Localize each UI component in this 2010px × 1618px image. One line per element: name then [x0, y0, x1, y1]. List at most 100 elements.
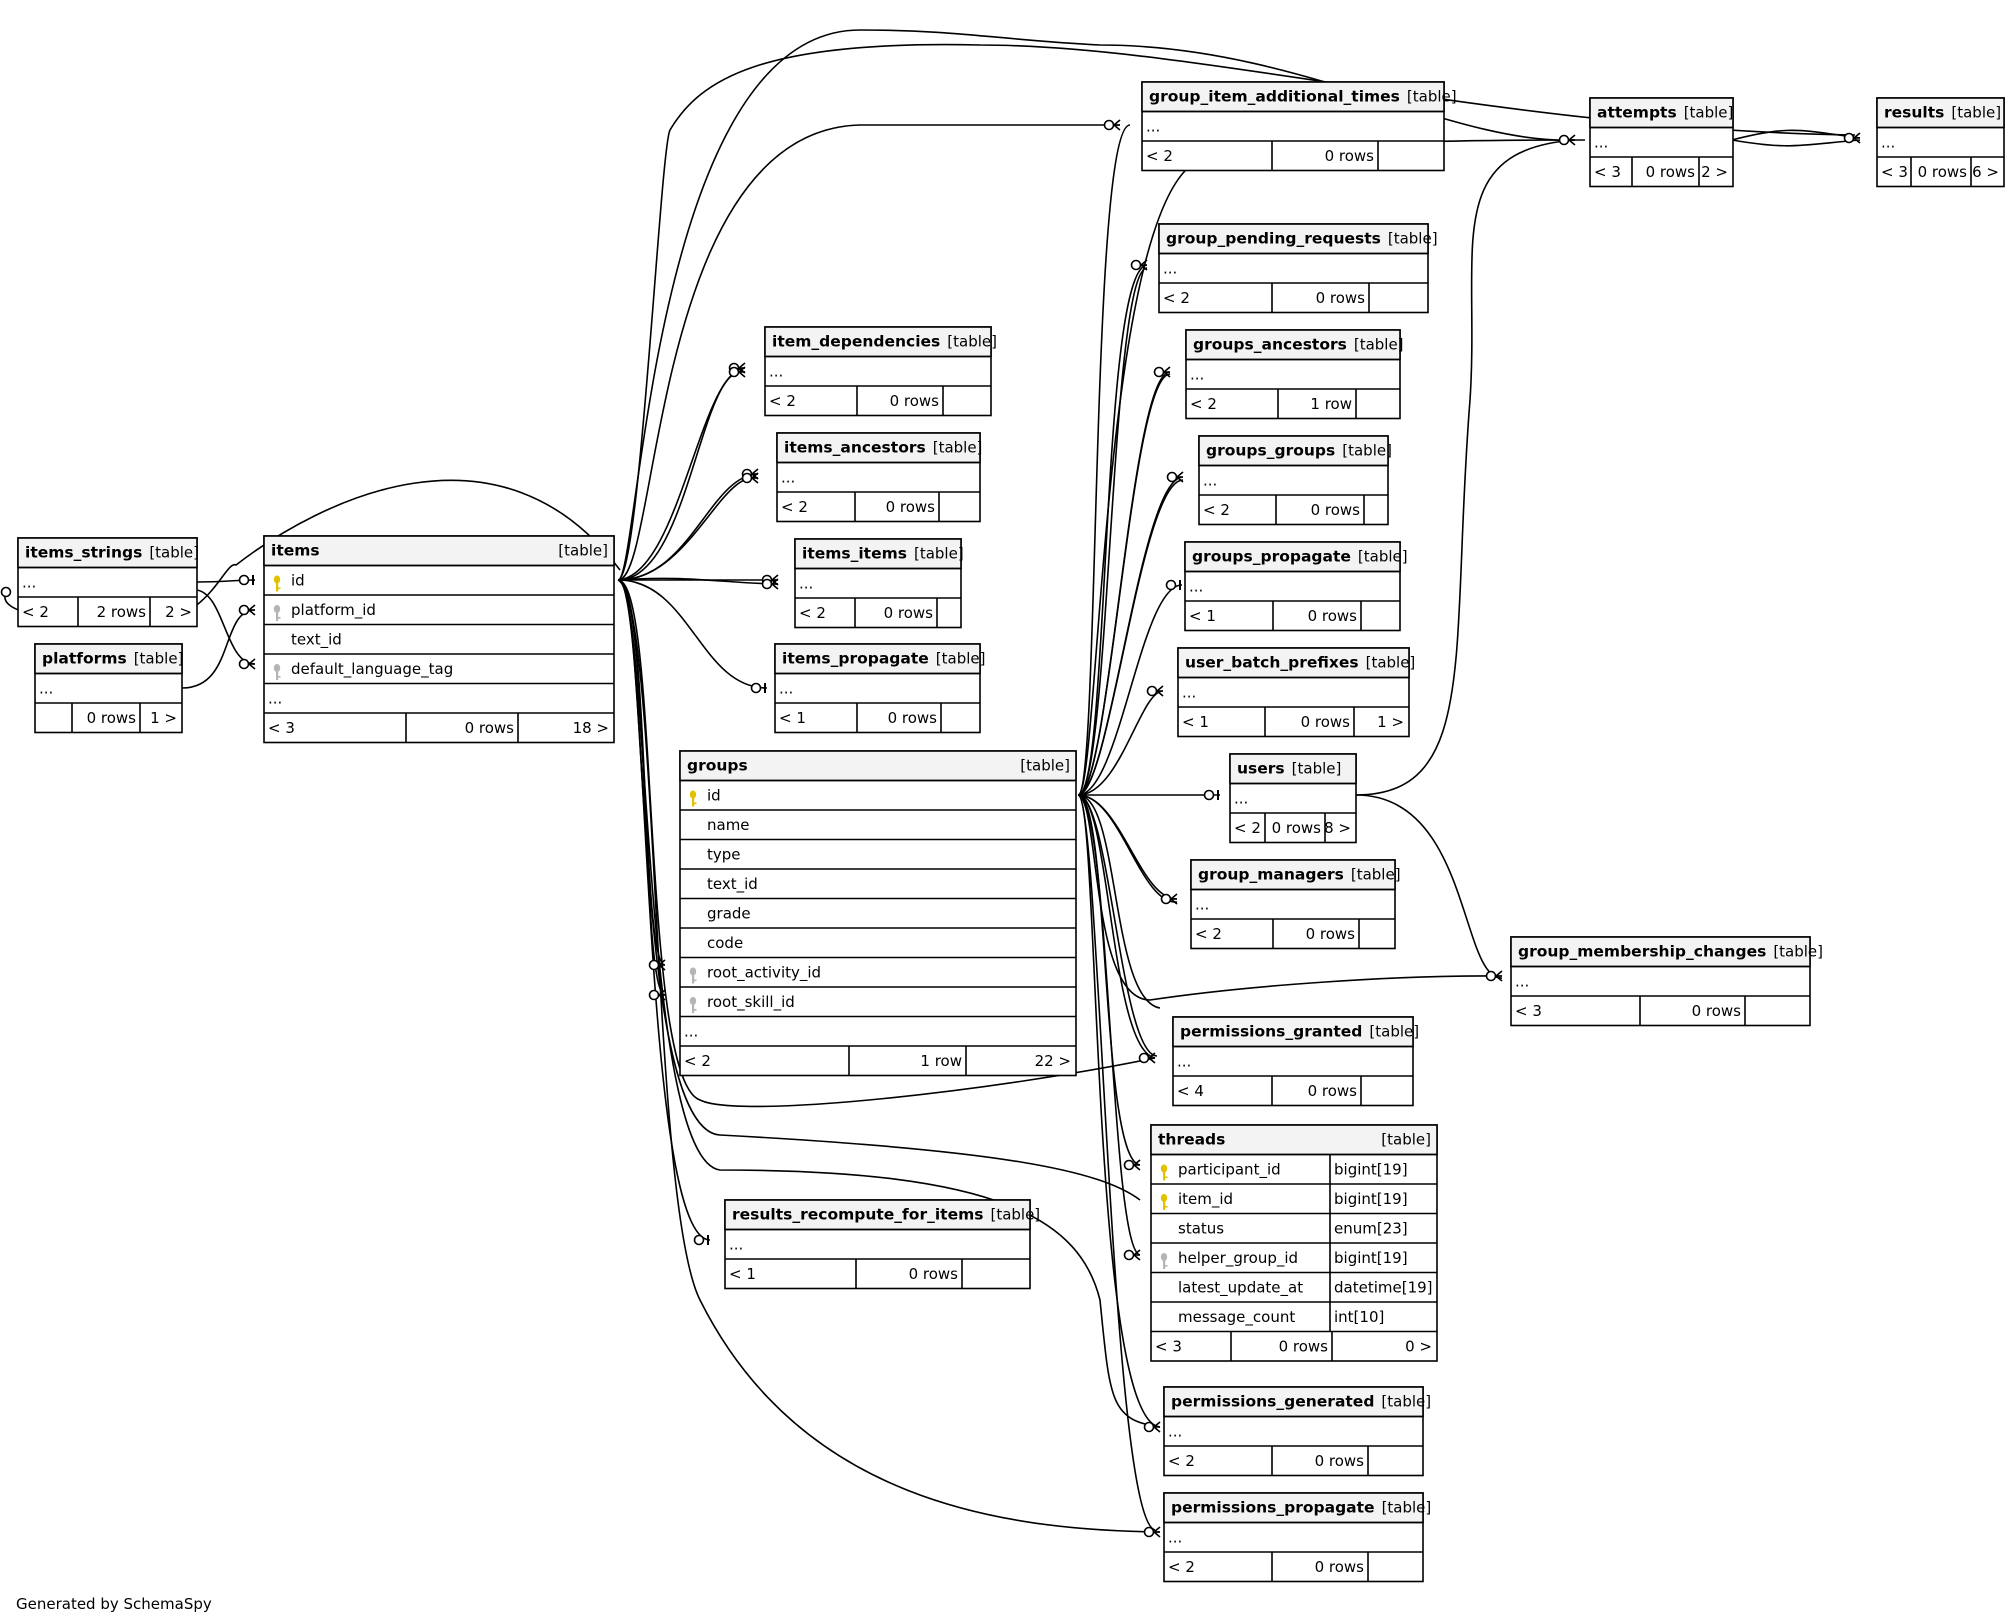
children-nav[interactable]: 22 >	[1035, 1052, 1071, 1070]
children-nav[interactable]: 2 >	[165, 603, 192, 621]
children-nav[interactable]: 6 >	[1972, 163, 1999, 181]
parents-nav[interactable]: < 2	[1195, 925, 1222, 943]
table-items[interactable]: items[table]idplatform_idtext_iddefault_…	[263, 535, 615, 744]
more-columns-ellipsis[interactable]: ...	[1146, 118, 1160, 136]
more-columns-ellipsis[interactable]: ...	[1881, 134, 1895, 152]
parents-nav[interactable]: < 1	[1189, 607, 1216, 625]
more-columns-ellipsis[interactable]: ...	[1168, 1423, 1182, 1441]
more-columns-ellipsis[interactable]: ...	[799, 575, 813, 593]
parents-nav[interactable]: < 1	[779, 709, 806, 727]
column-row[interactable]: name	[707, 816, 750, 834]
more-columns-ellipsis[interactable]: ...	[1234, 790, 1248, 808]
more-columns-ellipsis[interactable]: ...	[1203, 472, 1217, 490]
parents-nav[interactable]: < 2	[799, 604, 826, 622]
parents-nav[interactable]: < 1	[1182, 713, 1209, 731]
column-row[interactable]: id	[273, 572, 305, 592]
parents-nav[interactable]: < 3	[1881, 163, 1908, 181]
parents-nav[interactable]: < 3	[268, 719, 295, 737]
column-name: message_count	[1178, 1308, 1295, 1327]
parents-nav[interactable]: < 3	[1594, 163, 1621, 181]
parents-nav[interactable]: < 1	[729, 1265, 756, 1283]
more-columns-ellipsis[interactable]: ...	[729, 1236, 743, 1254]
parents-nav[interactable]: < 2	[1190, 395, 1217, 413]
parents-nav[interactable]: < 3	[1515, 1002, 1542, 1020]
table-header	[1876, 97, 2005, 129]
parents-nav[interactable]: < 2	[684, 1052, 711, 1070]
table-groups[interactable]: groups[table]idnametypetext_idgradecoder…	[679, 750, 1077, 1077]
children-nav[interactable]: 2 >	[1701, 163, 1728, 181]
parents-nav[interactable]: < 2	[769, 392, 796, 410]
column-row[interactable]: grade	[707, 905, 751, 923]
parents-nav[interactable]: < 2	[1168, 1558, 1195, 1576]
table-results-recompute-for-items[interactable]: results_recompute_for_items[table]...< 1…	[724, 1199, 1040, 1290]
column-row[interactable]: root_activity_id	[689, 964, 821, 984]
more-columns-ellipsis[interactable]: ...	[1177, 1053, 1191, 1071]
more-columns-ellipsis[interactable]: ...	[1594, 134, 1608, 152]
more-columns-ellipsis[interactable]: ...	[1182, 684, 1196, 702]
column-row[interactable]: text_id	[707, 875, 758, 894]
more-columns-ellipsis[interactable]: ...	[1168, 1529, 1182, 1547]
more-columns-ellipsis[interactable]: ...	[779, 680, 793, 698]
more-columns-ellipsis[interactable]: ...	[268, 690, 282, 708]
more-columns-ellipsis[interactable]: ...	[1190, 366, 1204, 384]
parents-nav[interactable]: < 2	[1234, 819, 1261, 837]
parents-nav[interactable]: < 3	[1155, 1338, 1182, 1356]
parents-nav[interactable]: < 4	[1177, 1082, 1204, 1100]
column-row[interactable]: platform_id	[273, 601, 376, 621]
children-nav[interactable]: 8 >	[1324, 819, 1351, 837]
more-columns-ellipsis[interactable]: ...	[39, 680, 53, 698]
more-columns-ellipsis[interactable]: ...	[1189, 578, 1203, 596]
children-nav[interactable]: 1 >	[1377, 713, 1404, 731]
column-row[interactable]: type	[707, 846, 741, 864]
parents-nav[interactable]: < 2	[1203, 501, 1230, 519]
parents-nav[interactable]: < 2	[1163, 289, 1190, 307]
column-row[interactable]: default_language_tag	[273, 660, 453, 680]
column-row[interactable]: text_id	[291, 631, 342, 650]
children-nav[interactable]: 18 >	[573, 719, 609, 737]
table-group-item-additional-times[interactable]: group_item_additional_times[table]...< 2…	[1141, 81, 1457, 172]
parents-nav[interactable]: < 2	[1168, 1452, 1195, 1470]
column-row[interactable]: root_skill_id	[689, 993, 795, 1013]
children-nav[interactable]: 1 >	[150, 709, 177, 727]
more-columns-ellipsis[interactable]: ...	[1515, 973, 1529, 991]
column-row[interactable]: code	[707, 934, 743, 952]
more-columns-ellipsis[interactable]: ...	[1163, 260, 1177, 278]
children-nav[interactable]: 0 >	[1405, 1338, 1432, 1356]
column-row[interactable]: id	[689, 787, 721, 807]
parents-nav[interactable]: < 2	[22, 603, 49, 621]
more-columns-ellipsis[interactable]: ...	[1195, 896, 1209, 914]
more-columns-ellipsis[interactable]: ...	[769, 363, 783, 381]
table-name: items_propagate	[782, 650, 929, 668]
parents-nav[interactable]: < 2	[1146, 147, 1173, 165]
more-columns-ellipsis[interactable]: ...	[684, 1023, 698, 1041]
more-columns-ellipsis[interactable]: ...	[22, 574, 36, 592]
parents-nav[interactable]: < 2	[781, 498, 808, 516]
more-columns-ellipsis[interactable]: ...	[781, 469, 795, 487]
